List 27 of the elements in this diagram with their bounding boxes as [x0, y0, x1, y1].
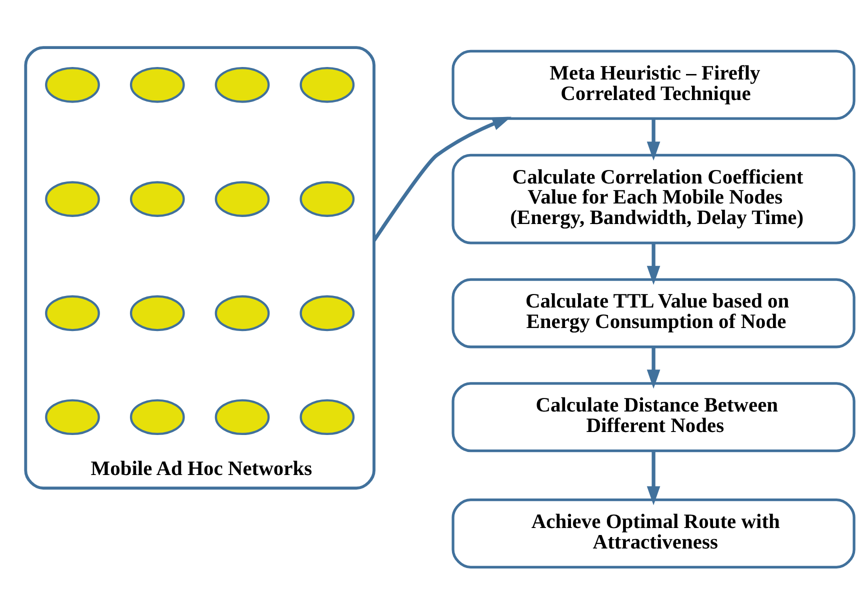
node-ellipse: [130, 295, 185, 332]
node-ellipse: [300, 295, 355, 332]
arrow: [646, 119, 660, 161]
arrow: [372, 116, 512, 242]
node-ellipse: [300, 66, 355, 103]
node-ellipse: [214, 181, 270, 217]
node-box: Meta Heuristic – Firefly Correlated Technique: [452, 50, 856, 120]
node-ellipse: [300, 399, 355, 436]
node-ellipse: [45, 181, 100, 217]
node-ellipse: [45, 399, 100, 436]
arrow: [646, 450, 660, 506]
node-ellipse: [130, 181, 185, 217]
arrow: [646, 243, 660, 285]
arrow: [646, 347, 660, 389]
node-ellipse: [300, 181, 355, 217]
node-box: Calculate TTL Value based on Energy Consumption of Node: [452, 278, 856, 348]
cluster: Mobile Ad Hoc Networks: [24, 46, 376, 490]
node-ellipse: [45, 295, 100, 332]
node-box: Calculate Correlation Coefficient Value for Each Mobile Nodes (Energy, Bandwidth, Delay Time): [452, 154, 856, 244]
node-ellipse: [214, 399, 270, 436]
node-box: Calculate Distance Between Different Nodes: [452, 382, 856, 452]
node-box: Achieve Optimal Route with Attractiveness: [452, 498, 856, 568]
node-ellipse: [214, 66, 270, 103]
node-ellipse: [130, 399, 185, 436]
node-ellipse: [214, 295, 270, 332]
node-ellipse: [45, 66, 100, 103]
node-ellipse: [130, 66, 185, 103]
